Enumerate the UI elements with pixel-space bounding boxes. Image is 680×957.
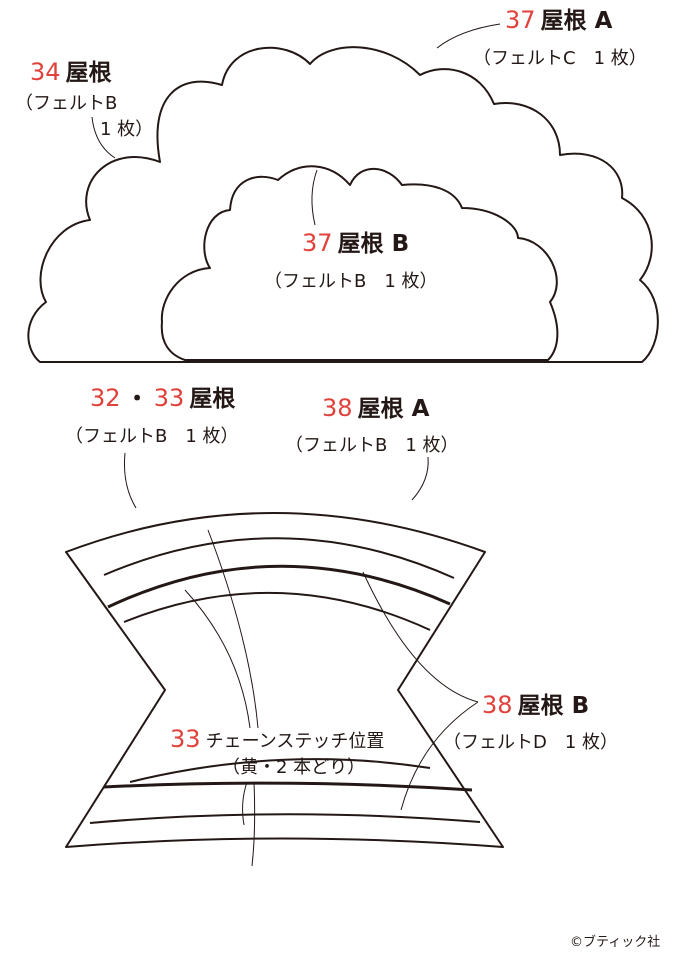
upper-inner-line-2 [123,591,431,631]
leader-33-2 [184,589,251,729]
label-37a-title: 37 屋根 A [505,8,612,33]
label-38b-name: 屋根 B [517,693,590,719]
label-32-33-dot: ・ [125,386,149,412]
label-37a-sub: （フェルトC 1 枚） [473,48,647,69]
leader-34 [91,116,116,159]
label-38a-number: 38 [322,394,353,422]
label-38a-title: 38 屋根 A [322,396,429,421]
label-38a-name: 屋根 A [357,396,430,422]
leader-37a [436,23,501,49]
label-32-33-title: 32 ・ 33 屋根 [90,386,235,411]
label-37a-number: 37 [505,6,536,34]
label-38b-number: 38 [482,691,513,719]
label-34-name: 屋根 [65,60,112,86]
leader-33-3 [242,781,248,826]
roof-37a-34-outline [27,46,659,363]
lower-inner-line [89,813,481,824]
label-33-stitch-number: 33 [170,725,201,753]
label-37b-number: 37 [302,229,333,257]
label-32-33-name: 屋根 [189,386,236,412]
leader-33-4 [251,781,256,867]
label-37b-sub: （フェルトB 1 枚） [264,271,438,292]
label-34-sub-line1: （フェルトB [15,93,118,114]
label-33-number: 33 [153,384,185,412]
label-34-title: 34 屋根 [30,60,112,85]
lower-inner-line-2 [129,758,431,783]
copyright-credit: ©ブティック社 [570,935,661,950]
upper-inner-line [103,537,455,579]
leader-32-33 [124,452,137,509]
leader-38b-2 [400,701,479,811]
label-34-sub-line2: 1 枚） [100,119,154,140]
leader-38b-1 [362,571,479,703]
roof-37b-outline [160,165,559,361]
leader-38a [411,456,429,501]
roof-fan-outline [65,512,504,848]
label-37b-title: 37 屋根 B [302,231,409,256]
leader-37b [311,169,318,226]
label-38b-sub: （フェルトD 1 枚） [443,732,619,753]
label-34-number: 34 [30,58,61,86]
label-33-stitch-title: 33 チェーンステッチ位置 [170,727,384,751]
label-38a-sub: （フェルトB 1 枚） [285,435,459,456]
lower-fold-line-thick [103,781,473,792]
label-32-33-sub: （フェルトB 1 枚） [65,426,239,447]
label-32-number: 32 [90,384,121,412]
label-37b-name: 屋根 B [337,231,410,257]
label-33-stitch-name: チェーンステッチ位置 [205,731,385,752]
upper-fold-line-thick [107,564,451,609]
leader-33-1 [207,529,259,729]
label-33-stitch-sub: （黄・2 本どり） [222,757,366,778]
label-38b-title: 38 屋根 B [482,693,589,718]
label-37a-name: 屋根 A [540,8,613,34]
